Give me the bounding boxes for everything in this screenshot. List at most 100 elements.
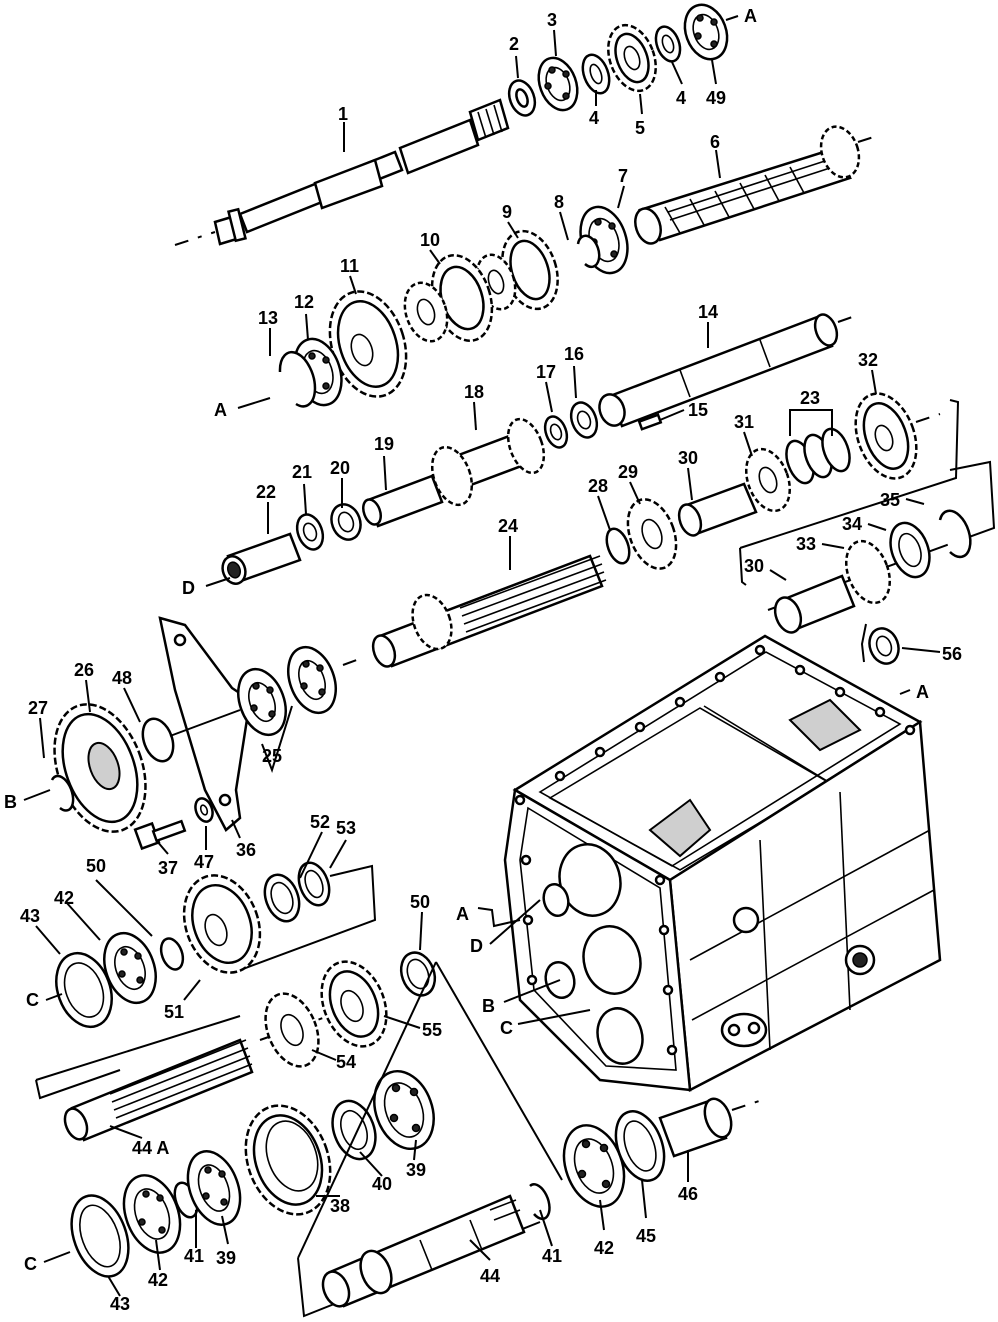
- part-37-bolt: [133, 819, 187, 851]
- label-18: 18: [464, 382, 484, 402]
- label-16: 16: [564, 344, 584, 364]
- label-48: 48: [112, 668, 132, 688]
- label-26: 26: [74, 660, 94, 680]
- part-24-mainshaft: [342, 554, 607, 668]
- ref-letter-a-front: A: [456, 904, 469, 924]
- label-39: 39: [216, 1248, 236, 1268]
- ref-letter-a-case: A: [916, 682, 929, 702]
- label-50: 50: [86, 856, 106, 876]
- part-11-gear: [328, 290, 408, 398]
- label-6: 6: [710, 132, 720, 152]
- inset-group-30-35: [739, 460, 996, 634]
- label-50: 50: [410, 892, 430, 912]
- label-40: 40: [372, 1174, 392, 1194]
- label-51: 51: [164, 1002, 184, 1022]
- label-43: 43: [110, 1294, 130, 1314]
- part-41-ring-b: [529, 1183, 551, 1221]
- label-5: 5: [635, 118, 645, 138]
- part-42-bearing-b: [122, 1174, 182, 1254]
- part-52-ring: [263, 873, 301, 923]
- part-23-rings: [785, 427, 851, 485]
- part-50-ring-b: [399, 951, 437, 997]
- bracket-23-32: [739, 399, 960, 549]
- label-30: 30: [678, 448, 698, 468]
- part-18-cluster-gear: [430, 417, 546, 507]
- label-13: 13: [258, 308, 278, 328]
- reference-letters: A A A A B B C C C D D: [4, 6, 929, 1274]
- label-25: 25: [262, 746, 282, 766]
- part-13-snap-ring: [278, 350, 317, 408]
- part-38-gear-ring: [244, 1104, 332, 1216]
- label-10: 10: [420, 230, 440, 250]
- part-19-tube: [362, 474, 444, 528]
- label-23: 23: [800, 388, 820, 408]
- label-1: 1: [338, 104, 348, 124]
- part-20-bearing: [330, 503, 362, 541]
- label-12: 12: [294, 292, 314, 312]
- part-39-bearing-a: [186, 1150, 242, 1226]
- label-27: 27: [28, 698, 48, 718]
- part-39-bearing-b: [373, 1069, 435, 1151]
- part-15-key: [637, 413, 663, 431]
- label-43: 43: [20, 906, 40, 926]
- part-21-washer: [295, 513, 325, 551]
- label-42: 42: [594, 1238, 614, 1258]
- label-55: 55: [422, 1020, 442, 1040]
- part-1-input-shaft: [174, 98, 510, 246]
- part-22-sleeve: [221, 532, 302, 585]
- part-2-washer: [507, 79, 537, 117]
- part-56-needle-bearing: [860, 623, 900, 665]
- ref-letter-a-top: A: [744, 6, 757, 26]
- label-45: 45: [636, 1226, 656, 1246]
- part-45-retainer: [614, 1110, 666, 1182]
- part-25-bearings: [237, 645, 337, 737]
- label-3: 3: [547, 10, 557, 30]
- label-41: 41: [542, 1246, 562, 1266]
- part-42-bearing-a: [103, 931, 157, 1005]
- label-38: 38: [330, 1196, 350, 1216]
- label-34: 34: [842, 514, 862, 534]
- part-31-gear: [745, 447, 791, 513]
- label-46: 46: [678, 1184, 698, 1204]
- label-14: 14: [698, 302, 718, 322]
- label-52: 52: [310, 812, 330, 832]
- label-44: 44: [480, 1266, 500, 1286]
- leader-lines: [23, 15, 941, 1297]
- label-32: 32: [858, 350, 878, 370]
- label-42: 42: [54, 888, 74, 908]
- label-20: 20: [330, 458, 350, 478]
- part-4-spacer-a: [581, 53, 611, 95]
- part-54-gear: [264, 992, 320, 1068]
- part-10-gear: [403, 254, 494, 343]
- part-43-seal-b: [70, 1194, 130, 1278]
- label-2: 2: [509, 34, 519, 54]
- label-47: 47: [194, 852, 214, 872]
- label-30: 30: [744, 556, 764, 576]
- lower-gear: [182, 874, 262, 974]
- part-49-bearing: [683, 3, 729, 61]
- label-8: 8: [554, 192, 564, 212]
- label-54: 54: [336, 1052, 356, 1072]
- label-7: 7: [618, 166, 628, 186]
- label-28: 28: [588, 476, 608, 496]
- part-44-output-shaft: [297, 961, 563, 1318]
- part-5-gear: [607, 23, 657, 93]
- label-11: 11: [340, 256, 359, 276]
- transmission-case: [503, 634, 942, 1092]
- part-26-gear: [53, 703, 147, 833]
- label-33: 33: [796, 534, 816, 554]
- label-15: 15: [688, 400, 708, 420]
- part-28-ring: [605, 527, 631, 565]
- part-44a-shaft-group: [35, 997, 381, 1142]
- ref-letter-b-front: B: [482, 996, 495, 1016]
- label-36: 36: [236, 840, 256, 860]
- label-39: 39: [406, 1160, 426, 1180]
- label-35: 35: [880, 490, 900, 510]
- ref-letter-c-front: C: [500, 1018, 513, 1038]
- part-30-tube: [677, 482, 758, 537]
- label-4: 4: [676, 88, 686, 108]
- ref-letter-d-front: D: [470, 936, 483, 956]
- label-4: 4: [589, 108, 599, 128]
- part-17-bearing: [543, 415, 569, 449]
